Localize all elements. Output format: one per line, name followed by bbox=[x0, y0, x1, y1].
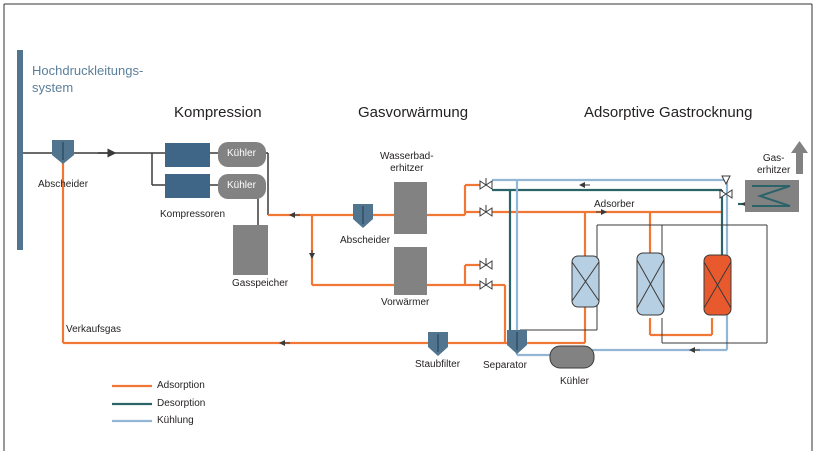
cooler-1-label: Kühler bbox=[227, 148, 256, 159]
preheater-label: Vorwärmer bbox=[381, 297, 430, 308]
gas-heater-label: Gas- erhitzer bbox=[757, 153, 791, 176]
legend-label-cooling: Kühlung bbox=[157, 415, 194, 426]
compressors-label: Kompressoren bbox=[160, 209, 226, 220]
valves bbox=[479, 175, 733, 290]
legend-label-desorption: Desorption bbox=[157, 398, 206, 409]
section-compression-title: Kompression bbox=[174, 104, 262, 121]
dust-filter-shape bbox=[428, 332, 448, 356]
dust-filter-label: Staubfilter bbox=[415, 359, 461, 370]
legend-label-adsorption: Adsorption bbox=[157, 380, 205, 391]
separator-right-label: Separator bbox=[483, 360, 527, 371]
water-bath-heater-label: Wasserbad- erhitzer bbox=[380, 151, 434, 174]
water-bath-heater bbox=[394, 182, 427, 234]
separator-left-shape bbox=[52, 140, 74, 164]
gas-heater bbox=[745, 180, 799, 212]
adsorber-label: Adsorber bbox=[594, 199, 635, 210]
cooler-1 bbox=[218, 142, 266, 167]
cooler-2-label: Kühler bbox=[227, 180, 256, 191]
separator-middle-shape bbox=[353, 204, 373, 228]
adsorber-loop-lines bbox=[520, 224, 768, 344]
cooler-bottom bbox=[549, 345, 595, 369]
gas-storage-label: Gasspeicher bbox=[232, 278, 289, 289]
preheater bbox=[394, 247, 427, 295]
compressor-2 bbox=[165, 174, 210, 198]
separator-left-label: Abscheider bbox=[38, 179, 89, 190]
cooler-2 bbox=[218, 174, 266, 199]
pipeline-bar bbox=[17, 50, 23, 250]
exhaust-arrow bbox=[791, 141, 808, 174]
adsorber-vessel-3 bbox=[703, 254, 732, 316]
gas-storage bbox=[233, 225, 268, 275]
pipeline-system-label: Hochdruckleitungs- system bbox=[32, 63, 144, 95]
sales-gas-label: Verkaufsgas bbox=[66, 324, 122, 335]
compressor-1 bbox=[165, 143, 210, 167]
cooler-bottom-label: Kühler bbox=[560, 376, 589, 387]
adsorber-vessel-1 bbox=[571, 255, 600, 308]
adsorber-vessel-2 bbox=[636, 252, 665, 316]
section-gas-preheating-title: Gasvorwärmung bbox=[358, 104, 469, 121]
section-adsorptive-drying-title: Adsorptive Gastrocknung bbox=[584, 104, 753, 121]
separator-right-shape bbox=[507, 330, 527, 354]
separator-middle-label: Abscheider bbox=[340, 235, 391, 246]
